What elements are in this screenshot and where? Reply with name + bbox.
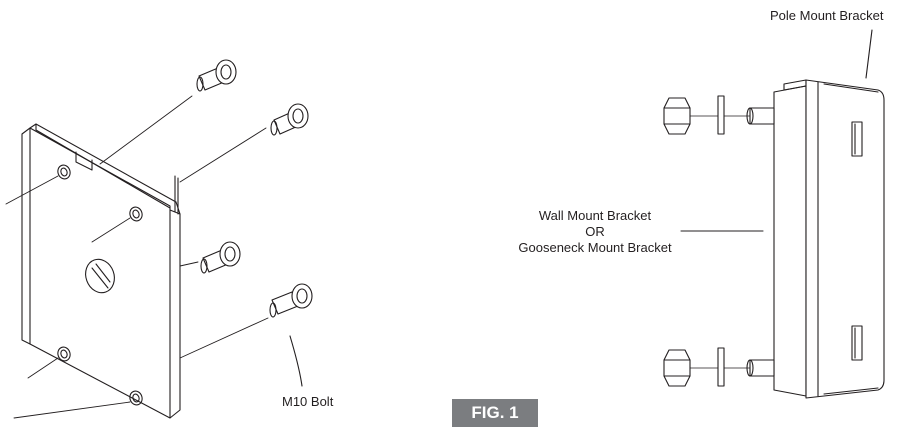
- bolt-4: [269, 283, 313, 318]
- top-washer: [717, 95, 725, 135]
- pole-mount-bracket-label: Pole Mount Bracket: [770, 8, 884, 23]
- bolt-2: [270, 103, 309, 136]
- m10-bolt-label: M10 Bolt: [282, 394, 334, 409]
- bottom-hex-nut: [663, 349, 691, 387]
- pole-bracket-leader: [865, 29, 873, 79]
- bottom-stud: [746, 359, 775, 377]
- top-hex-nut: [663, 97, 691, 135]
- bolt-1: [196, 59, 237, 92]
- figure-label: FIG. 1: [452, 399, 538, 427]
- pole-bracket-plate: [21, 123, 181, 419]
- m10-bolt-leader: [289, 335, 303, 387]
- wall-mount-bracket-label: Wall Mount Bracket: [538, 208, 652, 223]
- plate-holes: [57, 164, 143, 406]
- gooseneck-mount-bracket-label: Gooseneck Mount Bracket: [518, 240, 672, 255]
- housing-side-view: [773, 79, 885, 399]
- top-stud: [746, 107, 775, 125]
- bottom-washer: [717, 347, 725, 387]
- bolt-alignment-lines: [5, 95, 269, 419]
- or-label: OR: [585, 224, 605, 239]
- bolt-3: [200, 241, 241, 274]
